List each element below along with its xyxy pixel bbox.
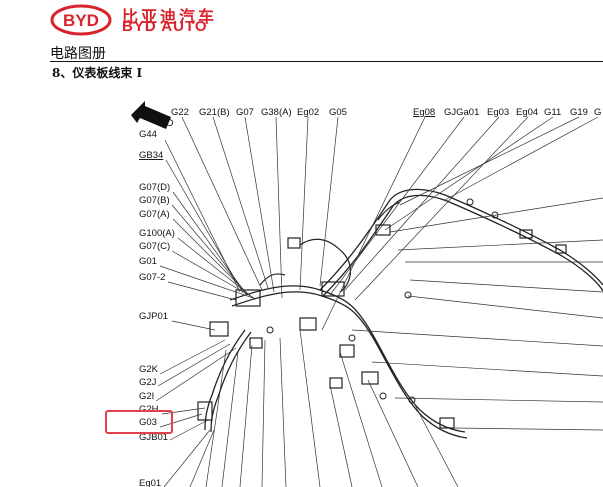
label-g07-2: G07-2 <box>139 272 165 283</box>
label-g38a: G38(A) <box>261 107 292 118</box>
harness-drawing <box>197 188 603 439</box>
left-connector-labels: G44 GB34 G07(D) G07(B) G07(A) G100(A) G0… <box>139 129 175 487</box>
label-eg01: Eg01 <box>139 478 161 487</box>
byd-logo-text: BYD <box>63 11 99 30</box>
label-g07a: G07(A) <box>139 209 170 220</box>
label-gb34: GB34 <box>139 150 163 161</box>
byd-logo: BYD <box>50 4 112 36</box>
label-g-cut: G <box>594 107 601 118</box>
label-g2h: G2H <box>139 404 159 415</box>
label-g07-top: G07 <box>236 107 254 118</box>
label-gjb01: GJB01 <box>139 432 168 443</box>
label-eg08: Eg08 <box>413 107 435 118</box>
highlight-box-g03 <box>105 410 173 434</box>
top-leader-lines <box>181 116 599 331</box>
label-g07b: G07(B) <box>139 195 170 206</box>
label-eg04: Eg04 <box>516 107 538 118</box>
left-leader-lines <box>155 139 257 487</box>
label-g21b: G21(B) <box>199 107 230 118</box>
fwd-arrow-icon: FWD <box>131 101 175 130</box>
label-eg03: Eg03 <box>487 107 509 118</box>
label-g100a: G100(A) <box>139 228 175 239</box>
brand-name-cn: 比亚迪汽车 <box>122 7 218 26</box>
label-g11: G11 <box>544 107 561 118</box>
label-eg02: Eg02 <box>297 107 319 118</box>
label-gjga01: GJGa01 <box>444 107 479 118</box>
label-g2i: G2I <box>139 391 154 402</box>
label-g07c: G07(C) <box>139 241 170 252</box>
label-g01: G01 <box>139 256 157 267</box>
label-g2k: G2K <box>139 364 159 375</box>
section-title: 8、仪表板线束 I <box>52 66 143 80</box>
label-g07d: G07(D) <box>139 182 170 193</box>
label-g22: G22 <box>171 107 189 118</box>
top-connector-labels: G22 G21(B) G07 G38(A) Eg02 G05 Eg08 GJGa… <box>171 107 601 118</box>
bottom-leader-lines <box>189 329 459 487</box>
label-g05: G05 <box>329 107 347 118</box>
header-rule <box>50 61 603 62</box>
brand-name-en: BYD AUTO <box>122 18 208 35</box>
label-g2j: G2J <box>139 377 157 388</box>
label-g19: G19 <box>570 107 588 118</box>
label-g03: G03 <box>139 417 157 428</box>
label-gjp01: GJP01 <box>139 311 168 322</box>
label-g44: G44 <box>139 129 157 140</box>
right-leader-lines <box>351 197 603 431</box>
document-title: 电路图册 <box>50 46 106 62</box>
